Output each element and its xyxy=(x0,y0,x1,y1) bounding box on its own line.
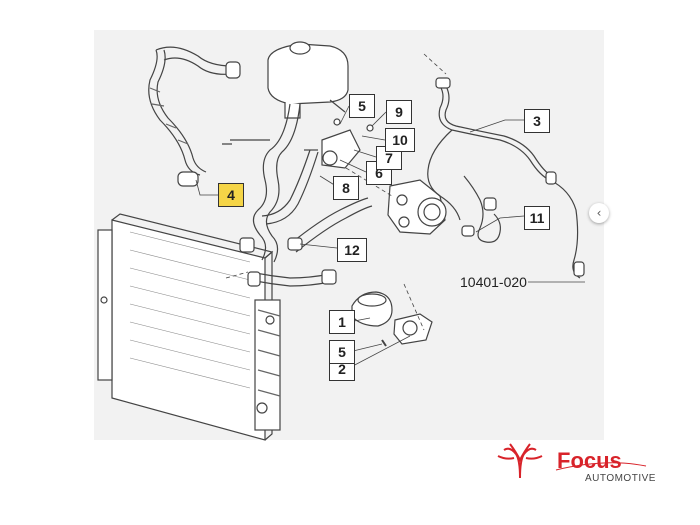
central-hoses-drawing xyxy=(222,103,373,287)
metal-pipes-drawing xyxy=(427,77,585,279)
engine-housing-drawing xyxy=(387,179,447,235)
radiator-drawing xyxy=(97,213,281,441)
thermostat-housing-drawing xyxy=(304,118,374,169)
expansion-tank-drawing xyxy=(267,41,349,119)
chevron-right-icon[interactable]: ‹ xyxy=(589,203,609,223)
callout-12: 12 xyxy=(337,238,367,262)
callout-4-highlighted: 4 xyxy=(218,183,244,207)
logo-subtitle: AUTOMOTIVE xyxy=(585,473,656,484)
callout-9: 9 xyxy=(386,100,412,124)
hose-4-drawing xyxy=(148,46,241,187)
callout-8: 8 xyxy=(333,176,359,200)
water-pump-drawing xyxy=(351,291,433,347)
callout-3: 3 xyxy=(524,109,550,133)
diagram-reference-code: 10401-020 xyxy=(460,274,527,290)
callout-10: 10 xyxy=(385,128,415,152)
callout-1: 1 xyxy=(329,310,355,334)
logo-wordmark: Focus xyxy=(557,448,622,473)
callout-11: 11 xyxy=(524,206,550,230)
focus-automotive-logo xyxy=(497,443,647,479)
callout-5-lower: 5 xyxy=(329,340,355,364)
callout-5-upper: 5 xyxy=(349,94,375,118)
